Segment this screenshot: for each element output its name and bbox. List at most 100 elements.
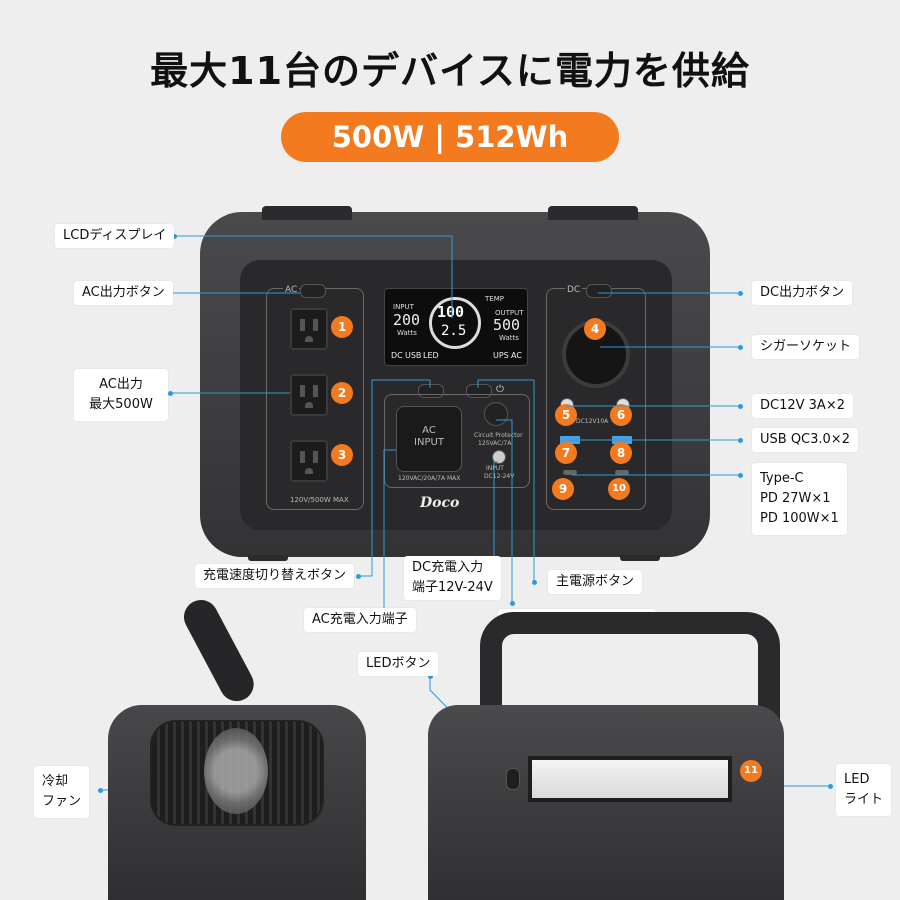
lcd-ind-dc: DC	[391, 351, 403, 360]
circuit-text-line1: Circuit Protector	[474, 432, 523, 439]
lcd-output-label: OUTPUT	[495, 309, 524, 317]
badge-8: 8	[610, 442, 632, 464]
foot-right	[620, 555, 660, 561]
label-ac-button: AC出力ボタン	[74, 281, 173, 305]
badge-3: 3	[331, 444, 353, 466]
label-dc-input: DC充電入力 端子12V-24V	[404, 556, 501, 600]
ac-output-button[interactable]	[300, 284, 326, 298]
leader-dot-typec	[738, 473, 743, 478]
leader-dot-ac-output	[168, 391, 173, 396]
led-button[interactable]	[506, 768, 520, 790]
rear-handle	[480, 612, 780, 722]
fan-blade-icon	[204, 728, 268, 814]
lcd-input-value: 200	[393, 311, 421, 329]
ac-input-port[interactable]: AC INPUT	[396, 406, 462, 472]
spec-pill: 500W | 512Wh	[281, 112, 619, 162]
badge-7: 7	[555, 442, 577, 464]
lcd-display: INPUT 200 Watts 100 2.5 TEMP OUTPUT 500 …	[384, 288, 528, 366]
badge-9: 9	[552, 478, 574, 500]
leader-dot-led-light	[828, 784, 833, 789]
label-lcd: LCDディスプレイ	[55, 224, 175, 248]
rear-view-body	[428, 705, 784, 900]
ac-outlet-2[interactable]	[290, 374, 328, 416]
dc-rating: DC12V10A	[576, 418, 609, 425]
leader-dot-led-button	[428, 674, 433, 679]
label-fan-line1: 冷却	[42, 774, 69, 789]
label-typec-line1: Type-C	[760, 471, 804, 486]
ac-input-plate-line1: AC	[422, 425, 436, 436]
label-usb-qc: USB QC3.0×2	[752, 428, 858, 452]
badge-11: 11	[740, 760, 762, 782]
leader-dot-charge-speed	[356, 574, 361, 579]
leader-dot-dc12v	[738, 404, 743, 409]
label-dc-input-line2: 端子12V-24V	[412, 580, 493, 595]
top-handle-right	[548, 206, 638, 220]
dc-output-button[interactable]	[586, 284, 612, 298]
circuit-text-line2: 125VAC/7A	[478, 440, 512, 447]
leader-dot-circuit	[510, 601, 515, 606]
ac-input-plate-line2: INPUT	[414, 437, 444, 448]
label-ac-output-line2: 最大500W	[89, 397, 153, 412]
label-charge-speed: 充電速度切り替えボタン	[195, 564, 355, 588]
label-led-light: LED ライト	[836, 764, 892, 816]
lcd-ind-ac: AC	[511, 351, 522, 360]
dc-input-text-line1: INPUT	[486, 465, 504, 472]
lcd-output-value: 500	[493, 316, 521, 334]
label-cigar: シガーソケット	[752, 335, 860, 359]
lcd-ind-led: LED	[423, 351, 439, 360]
dc-input-text-line2: DC12-24V	[484, 473, 515, 480]
badge-4: 4	[584, 318, 606, 340]
label-typec: Type-C PD 27W×1 PD 100W×1	[752, 463, 847, 535]
top-handle-left	[262, 206, 352, 220]
label-ac-output: AC出力 最大500W	[74, 369, 168, 421]
leader-dot-cigar	[738, 345, 743, 350]
power-icon: ⏻	[496, 384, 504, 395]
badge-10: 10	[608, 478, 630, 500]
dc-input-port[interactable]	[492, 450, 506, 464]
badge-6: 6	[610, 404, 632, 426]
ac-outlet-1[interactable]	[290, 308, 328, 350]
ac-tag: AC	[283, 285, 300, 295]
headline: 最大11台のデバイスに電力を供給	[150, 49, 750, 93]
label-fan-line2: ファン	[42, 794, 82, 809]
label-dc12v: DC12V 3A×2	[752, 394, 853, 418]
ac-outlet-3[interactable]	[290, 440, 328, 482]
label-led-light-line2: ライト	[844, 792, 884, 807]
typec-port-1[interactable]	[563, 470, 577, 475]
leader-dot-lcd	[172, 234, 177, 239]
input-section	[384, 394, 530, 488]
foot-left	[248, 555, 288, 561]
lcd-ind-ups: UPS	[493, 351, 509, 360]
label-led-light-line1: LED	[844, 772, 870, 787]
brand-logo: Doco	[420, 495, 460, 511]
lcd-output-unit: Watts	[499, 334, 519, 342]
ac-input-rating: 120VAC/20A/7A MAX	[398, 475, 461, 482]
lcd-ind-usb: USB	[405, 351, 422, 360]
label-ac-output-line1: AC出力	[99, 377, 143, 392]
ac-rating: 120V/500W MAX	[290, 496, 349, 504]
circuit-protector[interactable]	[484, 402, 508, 426]
label-typec-line3: PD 100W×1	[760, 511, 839, 526]
led-light-panel	[528, 756, 732, 802]
typec-port-2[interactable]	[615, 470, 629, 475]
label-ac-input-port: AC充電入力端子	[304, 608, 416, 632]
label-dc-button: DC出力ボタン	[752, 281, 853, 305]
label-main-power: 主電源ボタン	[548, 570, 643, 594]
label-dc-input-line1: DC充電入力	[412, 560, 484, 575]
leader-dot-main-power	[532, 580, 537, 585]
dc-tag: DC	[565, 285, 583, 295]
badge-1: 1	[331, 316, 353, 338]
lcd-temp-label: TEMP	[485, 295, 504, 303]
lcd-center-top: 100	[437, 303, 465, 321]
badge-2: 2	[331, 382, 353, 404]
label-led-button: LEDボタン	[358, 652, 439, 676]
leader-dot-dc-button	[738, 291, 743, 296]
badge-5: 5	[555, 404, 577, 426]
lcd-input-label: INPUT	[393, 303, 414, 311]
lcd-ring	[429, 297, 481, 349]
label-fan: 冷却 ファン	[34, 766, 90, 818]
leader-dot-usb	[738, 438, 743, 443]
leader-dot-fan	[98, 788, 103, 793]
lcd-center-bottom: 2.5	[441, 323, 467, 339]
cooling-fan	[150, 720, 324, 826]
